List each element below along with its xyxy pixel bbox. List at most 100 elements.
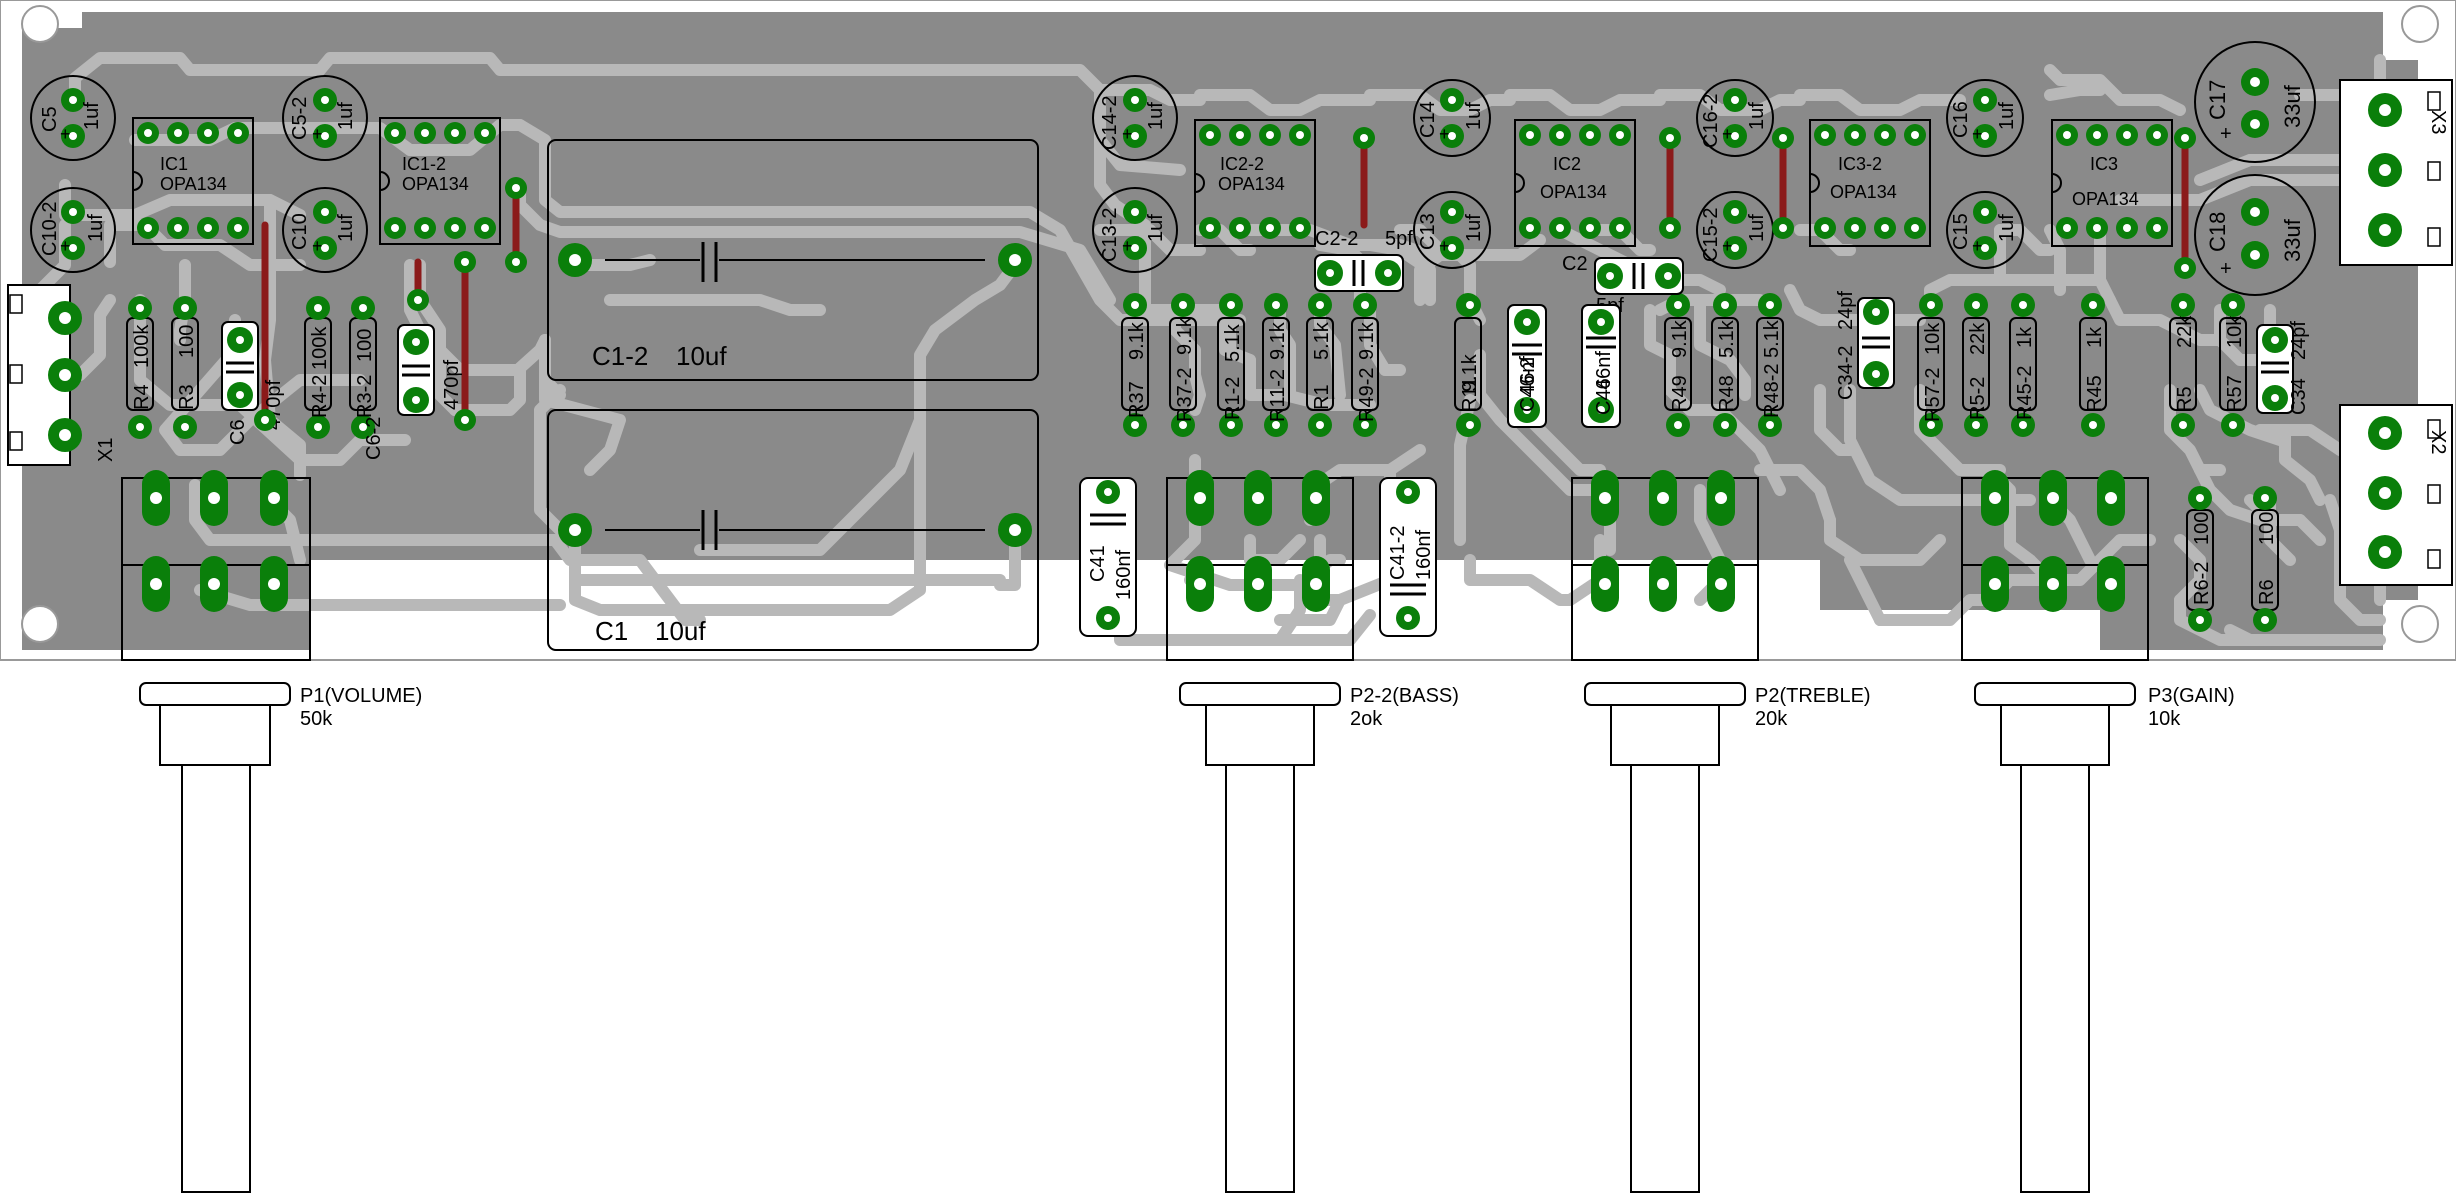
pot-value: 10k bbox=[2148, 708, 2181, 730]
ref-label: C1 bbox=[595, 616, 628, 646]
ref-label: C5-2 bbox=[289, 97, 311, 140]
res-r3: R3 100 bbox=[171, 296, 199, 439]
ref-label: C14-2 bbox=[1099, 96, 1121, 150]
pot-value: 2ok bbox=[1350, 708, 1383, 730]
value-label: 46nf bbox=[1517, 356, 1539, 395]
cap-c17: + C17 33uf bbox=[2194, 41, 2316, 163]
value-label: 10k bbox=[1922, 322, 1944, 355]
value-label: 9.1k bbox=[1356, 321, 1378, 360]
ref-label: R11-2 bbox=[1267, 369, 1289, 422]
ref-label: R57 bbox=[2224, 375, 2246, 412]
cap-c13-2: + C13-2 1uf bbox=[1092, 187, 1178, 273]
value-label: 33uf bbox=[2280, 218, 2305, 262]
ref-label: C16-2 bbox=[1700, 94, 1722, 148]
ref-label: C46-2 bbox=[1517, 358, 1539, 412]
cap-c15: + C15 1uf bbox=[1946, 191, 2024, 269]
pot-label: P2(TREBLE) bbox=[1755, 685, 1871, 707]
cap-c14: + C14 1uf bbox=[1413, 79, 1491, 157]
svg-text:+: + bbox=[312, 124, 323, 144]
res-r48-2: R48-2 5.1k bbox=[1756, 293, 1784, 437]
value-label: 100 bbox=[354, 329, 376, 362]
svg-text:+: + bbox=[1972, 236, 1983, 256]
res-r6: R6 100 bbox=[2251, 486, 2279, 632]
ref-label: C15-2 bbox=[1700, 208, 1722, 262]
ref-label: R5-2 bbox=[1967, 377, 1989, 420]
res-r57: R57 10k bbox=[2219, 293, 2247, 437]
value-label: 1uf bbox=[81, 102, 103, 130]
cap-c10-2: + C10-2 1uf bbox=[30, 187, 116, 273]
ref-label: X2 bbox=[2427, 430, 2449, 454]
ref-label: IC1-2 bbox=[402, 154, 446, 174]
ref-label: C13-2 bbox=[1099, 208, 1121, 262]
cap-c16-2: + C16-2 1uf bbox=[1696, 79, 1774, 157]
ref-label: X1 bbox=[95, 438, 117, 462]
value-label: 100 bbox=[176, 325, 198, 358]
ref-label: C17 bbox=[2205, 80, 2230, 120]
ref-label: R1-2 bbox=[1222, 377, 1244, 420]
ref-label: R4-2 bbox=[309, 375, 331, 418]
value-label: OPA134 bbox=[1830, 182, 1897, 202]
ic-ic3-2: IC3-2 OPA134 bbox=[1809, 119, 1931, 247]
value-label: 160nf bbox=[1413, 530, 1435, 580]
ic-ic2-2: IC2-2 OPA134 bbox=[1194, 119, 1316, 247]
value-label: 9.1k bbox=[1126, 321, 1148, 360]
ref-label: R48-2 bbox=[1761, 364, 1783, 418]
pot-value: 20k bbox=[1755, 708, 1788, 730]
ref-label: C46 bbox=[1593, 378, 1615, 415]
svg-text:+: + bbox=[1439, 124, 1450, 144]
res-r57-2: R57-2 10k bbox=[1917, 293, 1945, 437]
value-label: 5pf bbox=[1385, 228, 1413, 250]
ref-label: R49 bbox=[1669, 375, 1691, 412]
ref-label: IC3 bbox=[2090, 154, 2118, 174]
pot-p1: P1(VOLUME) 50k bbox=[121, 470, 422, 1193]
ref-label: C2-2 bbox=[1315, 228, 1358, 250]
ref-label: IC1 bbox=[160, 154, 188, 174]
res-r4: R4 100k bbox=[126, 296, 154, 439]
value-label: 5.1k bbox=[1761, 319, 1783, 358]
ref-label: R3-2 bbox=[354, 375, 376, 418]
value-label: 1uf bbox=[1996, 214, 2018, 242]
res-r1: R1 5.1k bbox=[1306, 293, 1334, 437]
ref-label: R37 bbox=[1126, 381, 1148, 418]
ref-label: C34-2 bbox=[1835, 346, 1857, 400]
ic-ic3: IC3 OPA134 bbox=[2051, 119, 2173, 247]
ref-label: R48 bbox=[1716, 375, 1738, 412]
electrolytic-caps: + C5 1uf + C5-2 1uf + C10-2 1uf + bbox=[30, 41, 2316, 296]
res-r5-2: R5-2 22k bbox=[1962, 293, 1990, 437]
value-label: 24pf bbox=[2288, 321, 2310, 360]
res-r48: R48 5.1k bbox=[1711, 293, 1739, 437]
mount-hole bbox=[21, 5, 59, 43]
value-label: 9.1k bbox=[1174, 316, 1196, 355]
value-label: OPA134 bbox=[2072, 189, 2139, 209]
ref-label: C18 bbox=[2205, 212, 2230, 252]
cap-c34-2: C34-2 24pf bbox=[1835, 291, 1895, 400]
pot-label: P1(VOLUME) bbox=[300, 685, 422, 707]
cap-c6-2: C6-2 470pf bbox=[363, 324, 463, 460]
ceramic-caps: C6 470pf C6-2 470pf C2-2 5pf bbox=[221, 228, 2310, 637]
ref-label: X3 bbox=[2427, 110, 2449, 134]
value-label: 470pf bbox=[441, 360, 463, 410]
value-label: 1uf bbox=[1746, 102, 1768, 130]
ref-label: C16 bbox=[1950, 101, 1972, 138]
value-label: 1uf bbox=[1996, 102, 2018, 130]
value-label: 22k bbox=[1967, 322, 1989, 355]
value-label: 1uf bbox=[335, 102, 357, 130]
value-label: 100 bbox=[2191, 512, 2213, 545]
value-label: 1uf bbox=[335, 214, 357, 242]
connector-x1: X1 bbox=[7, 284, 117, 466]
value-label: 1k bbox=[2014, 326, 2036, 348]
cap-c46-2: C46-2 46nf bbox=[1507, 304, 1547, 428]
value-label: 10k bbox=[2224, 315, 2246, 348]
ref-label: R45 bbox=[2084, 375, 2106, 412]
cap-c5-2: + C5-2 1uf bbox=[282, 75, 368, 161]
ref-label: C15 bbox=[1950, 213, 1972, 250]
ref-label: R4 bbox=[131, 384, 153, 410]
value-label: 5.1k bbox=[1222, 323, 1244, 362]
cap-c18: + C18 33uf bbox=[2194, 174, 2316, 296]
value-label: 1uf bbox=[1145, 102, 1167, 130]
value-label: 1uf bbox=[1463, 214, 1485, 242]
ref-label: R37-2 bbox=[1174, 368, 1196, 422]
res-r4-2: R4-2 100k bbox=[304, 296, 332, 439]
value-label: OPA134 bbox=[1218, 174, 1285, 194]
